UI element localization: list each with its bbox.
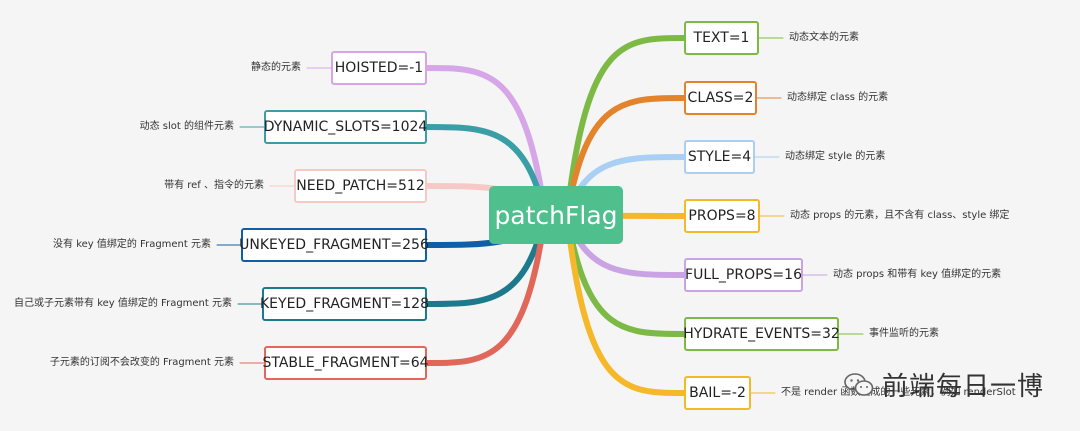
branch-node-right-4[interactable]: FULL_PROPS=16 (684, 258, 803, 292)
branch-node-left-1[interactable]: DYNAMIC_SLOTS=1024 (264, 110, 427, 144)
connector-right-5 (564, 212, 687, 337)
branch-node-right-3[interactable]: PROPS=8 (684, 199, 760, 233)
branch-desc-left-4: 自己或子元素带有 key 值绑定的 Fragment 元素 (14, 298, 232, 309)
watermark: 前端每日一博 (844, 366, 1044, 403)
connector-right-0 (564, 35, 687, 218)
branch-node-left-2[interactable]: NEED_PATCH=512 (294, 169, 427, 203)
connector-left-5 (424, 212, 548, 366)
branch-node-right-0[interactable]: TEXT=1 (684, 21, 759, 55)
branch-desc-left-3: 没有 key 值绑定的 Fragment 元素 (53, 239, 211, 250)
branch-desc-right-3: 动态 props 的元素，且不含有 class、style 绑定 (790, 210, 1010, 221)
branch-desc-right-6: 不是 render 函数生成的一些元素，例如 renderSlot (781, 387, 1016, 398)
branch-node-left-4[interactable]: KEYED_FRAGMENT=128 (260, 287, 429, 321)
branch-desc-right-4: 动态 props 和带有 key 值绑定的元素 (833, 269, 1002, 280)
branch-desc-right-0: 动态文本的元素 (789, 32, 859, 43)
connector-right-6 (564, 212, 687, 396)
center-node-patchflag[interactable]: patchFlag (489, 186, 623, 244)
connector-right-1 (564, 95, 687, 218)
branch-desc-right-2: 动态绑定 style 的元素 (785, 151, 886, 162)
branch-node-left-3[interactable]: UNKEYED_FRAGMENT=256 (239, 228, 429, 262)
watermark-text: 前端每日一博 (882, 372, 1045, 402)
connector-left-0 (424, 65, 548, 218)
branch-desc-left-1: 动态 slot 的组件元素 (139, 121, 234, 132)
branch-node-right-6[interactable]: BAIL=-2 (684, 376, 751, 410)
branch-node-right-1[interactable]: CLASS=2 (684, 81, 757, 115)
branch-desc-left-5: 子元素的订阅不会改变的 Fragment 元素 (49, 357, 234, 368)
branch-desc-left-0: 静态的元素 (251, 62, 301, 73)
branch-node-right-2[interactable]: STYLE=4 (684, 140, 755, 174)
branch-desc-left-2: 带有 ref 、指令的元素 (164, 180, 264, 191)
wechat-icon (844, 372, 874, 396)
branch-desc-right-1: 动态绑定 class 的元素 (787, 92, 889, 103)
branch-desc-right-5: 事件监听的元素 (869, 328, 939, 339)
branch-node-right-5[interactable]: HYDRATE_EVENTS=32 (683, 317, 840, 351)
branch-node-left-5[interactable]: STABLE_FRAGMENT=64 (262, 346, 429, 380)
branch-node-left-0[interactable]: HOISTED=-1 (331, 51, 427, 85)
